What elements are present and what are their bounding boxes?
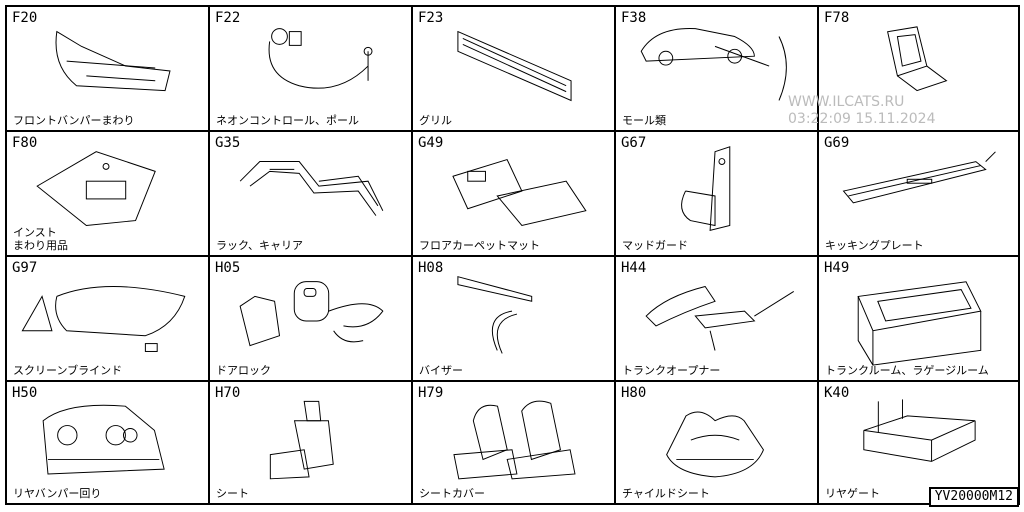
part-cell-h08[interactable]: H08 バイザー	[413, 257, 616, 382]
part-illustration	[887, 26, 948, 92]
part-code: H44	[621, 260, 647, 276]
part-name: シート	[216, 487, 249, 500]
part-code: F38	[621, 10, 647, 26]
part-illustration	[457, 30, 572, 102]
part-illustration	[863, 399, 976, 462]
part-cell-g49[interactable]: G49 フロアカーペットマット	[413, 132, 616, 257]
parts-grid: F20 フロントバンパーまわり F22 ネオンコントロール、ポール F23 グリル F38 モ…	[5, 5, 1020, 505]
part-illustration	[457, 276, 533, 354]
part-code: G49	[418, 135, 444, 151]
part-name: ラック、キャリア	[216, 239, 304, 252]
part-illustration	[36, 151, 156, 226]
part-illustration	[452, 158, 587, 227]
part-cell-h50[interactable]: H50 リヤバンパー回り	[7, 382, 210, 503]
part-code: G67	[621, 135, 647, 151]
part-name: モール類	[622, 114, 666, 127]
part-name: ネオンコントロール、ポール	[216, 114, 359, 127]
part-name: スクリーンブラインド	[13, 364, 123, 377]
part-cell-h79[interactable]: H79 シートカバー	[413, 382, 616, 503]
part-name: キッキングプレート	[825, 239, 924, 252]
part-cell-g69[interactable]: G69 キッキングプレート	[819, 132, 1018, 257]
part-code: F20	[12, 10, 38, 26]
part-code: F23	[418, 10, 444, 26]
part-name: グリル	[419, 114, 452, 127]
part-cell-f80[interactable]: F80 インスト まわり用品	[7, 132, 210, 257]
part-code: H79	[418, 385, 444, 401]
part-illustration	[55, 30, 171, 92]
part-code: H70	[215, 385, 241, 401]
part-illustration	[239, 281, 384, 347]
part-code: F22	[215, 10, 241, 26]
part-code: H05	[215, 260, 241, 276]
part-cell-f78[interactable]: F78	[819, 7, 1018, 132]
part-illustration	[640, 28, 787, 101]
part-code: H49	[824, 260, 850, 276]
part-code: F78	[824, 10, 850, 26]
reference-code: YV20000M12	[928, 487, 1019, 507]
part-name: フロアカーペットマット	[419, 239, 540, 252]
part-name: バイザー	[419, 364, 463, 377]
part-cell-h49[interactable]: H49 トランクルーム、ラゲージルーム	[819, 257, 1018, 382]
part-illustration	[666, 411, 764, 478]
part-cell-f22[interactable]: F22 ネオンコントロール、ポール	[210, 7, 413, 132]
part-cell-h70[interactable]: H70 シート	[210, 382, 413, 503]
part-illustration	[857, 281, 982, 366]
part-code: G35	[215, 135, 241, 151]
part-illustration	[681, 146, 731, 232]
part-name: トランクルーム、ラゲージルーム	[825, 364, 989, 377]
part-code: H80	[621, 385, 647, 401]
part-illustration	[842, 151, 996, 204]
part-name: ドアロック	[216, 364, 271, 377]
part-cell-f23[interactable]: F23 グリル	[413, 7, 616, 132]
part-illustration	[268, 28, 373, 89]
part-cell-h05[interactable]: H05 ドアロック	[210, 257, 413, 382]
part-code: G97	[12, 260, 38, 276]
part-cell-g97[interactable]: G97 スクリーンブラインド	[7, 257, 210, 382]
part-cell-g35[interactable]: G35 ラック、キャリア	[210, 132, 413, 257]
part-code: H50	[12, 385, 38, 401]
part-name: フロントバンパーまわり	[13, 114, 135, 127]
part-cell-k40[interactable]: K40 リヤゲート	[819, 382, 1018, 503]
part-name: リヤゲート	[825, 487, 880, 500]
part-name: インスト まわり用品	[13, 226, 68, 252]
part-cell-h44[interactable]: H44 トランクオープナー	[616, 257, 819, 382]
part-name: リヤバンパー回り	[13, 487, 102, 500]
part-illustration	[645, 285, 795, 351]
part-cell-h80[interactable]: H80 チャイルドシート	[616, 382, 819, 503]
part-illustration	[453, 400, 576, 480]
part-code: K40	[824, 385, 850, 401]
part-code: H08	[418, 260, 444, 276]
part-name: シートカバー	[419, 487, 485, 500]
part-name: マッドガード	[622, 239, 688, 252]
part-illustration	[239, 161, 384, 216]
part-cell-f38[interactable]: F38 モール類	[616, 7, 819, 132]
part-cell-g67[interactable]: G67 マッドガード	[616, 132, 819, 257]
part-name: トランクオープナー	[622, 364, 721, 377]
part-name: チャイルドシート	[622, 487, 710, 500]
part-illustration	[269, 400, 334, 480]
part-code: G69	[824, 135, 850, 151]
part-cell-f20[interactable]: F20 フロントバンパーまわり	[7, 7, 210, 132]
part-code: F80	[12, 135, 38, 151]
part-illustration	[42, 404, 165, 475]
part-illustration	[21, 286, 186, 352]
